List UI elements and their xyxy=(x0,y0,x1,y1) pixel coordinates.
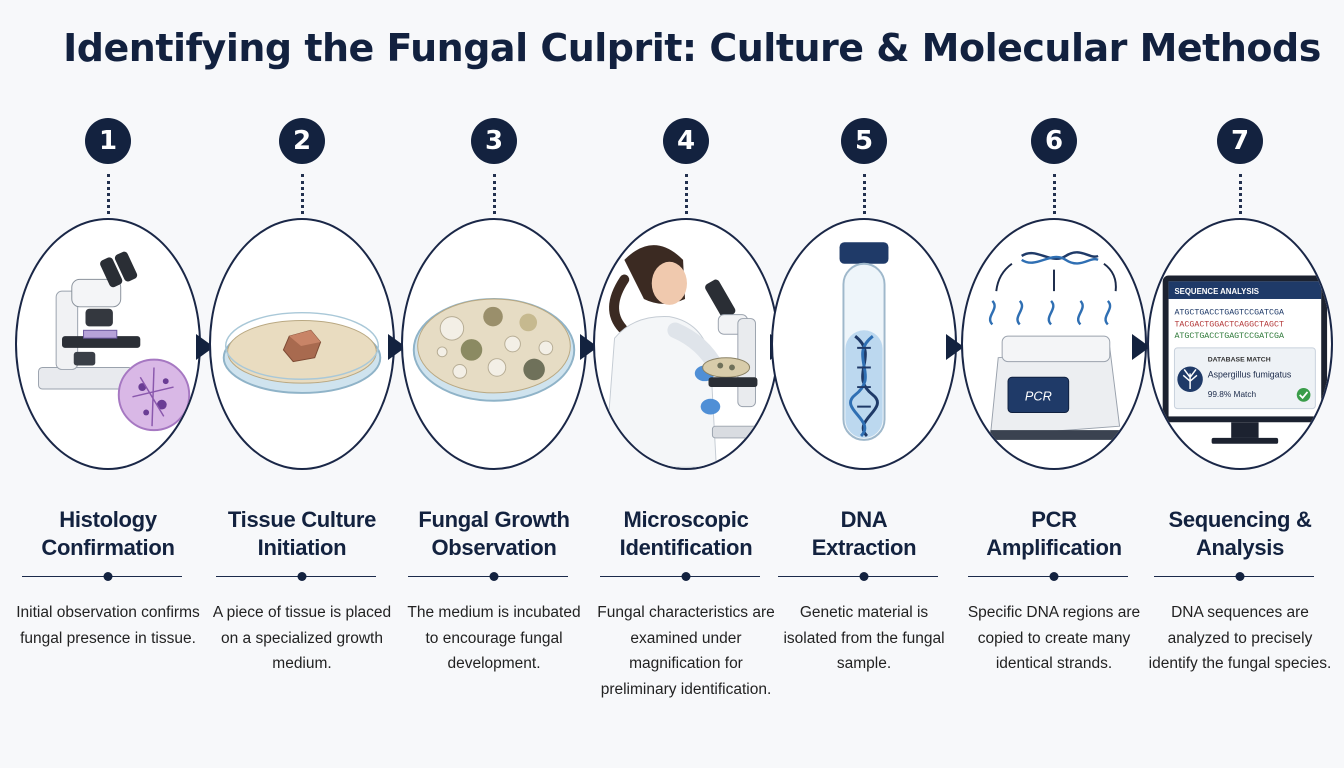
check-icon xyxy=(1296,388,1311,402)
divider-dot xyxy=(1235,572,1245,581)
divider-dot xyxy=(489,572,499,581)
step-illustration: SEQUENCE ANALYSIS ATGCTGACCTGAGTCCGATCGA… xyxy=(1147,218,1333,470)
step-number-badge: 2 xyxy=(279,118,325,164)
flow-arrow-icon xyxy=(946,334,964,360)
step-description: The medium is incubated to encourage fun… xyxy=(407,604,581,672)
dotted-connector xyxy=(301,174,304,214)
petri-dish-icon xyxy=(222,311,382,394)
step-title: Microscopic Identification xyxy=(619,507,753,560)
step-title: Fungal Growth Observation xyxy=(418,507,570,560)
divider-line xyxy=(1154,576,1314,577)
database-match-label: DATABASE MATCH xyxy=(1208,357,1271,364)
step-5: 5 DNA Extraction Genetic material is iso… xyxy=(768,118,960,758)
dotted-connector xyxy=(1053,174,1056,214)
dotted-connector xyxy=(863,174,866,214)
step-illustration xyxy=(771,218,957,470)
step-number-badge: 1 xyxy=(85,118,131,164)
monitor-icon: SEQUENCE ANALYSIS ATGCTGACCTGAGTCCGATCGA… xyxy=(1162,275,1328,444)
test-tube-icon xyxy=(839,242,889,441)
sequence-line-3: ATGCTGACCTGAGTCCGATCGA xyxy=(1174,332,1284,341)
colony-dish-icon xyxy=(412,298,576,402)
divider-line xyxy=(600,576,760,577)
divider-dot xyxy=(859,572,869,581)
step-6: 6 PCR PCR Amplification Specific DNA reg… xyxy=(958,118,1150,758)
step-description: Fungal characteristics are examined unde… xyxy=(597,604,775,698)
divider-line xyxy=(22,576,182,577)
step-2: 2 Tissue Culture Initiation A piece of t… xyxy=(206,118,398,758)
dotted-connector xyxy=(107,174,110,214)
step-4: 4 Microscopic Identification Fungal char… xyxy=(590,118,782,758)
dotted-connector xyxy=(493,174,496,214)
step-number-badge: 5 xyxy=(841,118,887,164)
step-7: 7 SEQUENCE ANALYSIS ATGCTGACCTGAGTCCGATC… xyxy=(1144,118,1336,758)
step-number-badge: 7 xyxy=(1217,118,1263,164)
pcr-screen-label: PCR xyxy=(1025,389,1052,404)
step-description: DNA sequences are analyzed to precisely … xyxy=(1148,604,1332,672)
divider-dot xyxy=(681,572,691,581)
divider-line xyxy=(216,576,376,577)
step-1: 1 Histology Confirmation Initial observa… xyxy=(12,118,204,758)
page-title: Identifying the Fungal Culprit: Culture … xyxy=(63,26,1321,70)
monitor-header: SEQUENCE ANALYSIS xyxy=(1174,287,1259,296)
step-illustration xyxy=(401,218,587,470)
step-illustration: PCR xyxy=(961,218,1147,470)
divider-line xyxy=(408,576,568,577)
step-number-badge: 3 xyxy=(471,118,517,164)
step-3: 3 Fungal Growth Observation The medium i… xyxy=(398,118,590,758)
divider-line xyxy=(778,576,938,577)
microscope-icon xyxy=(38,251,191,432)
step-title: Sequencing & Analysis xyxy=(1168,507,1312,560)
pcr-machine-icon: PCR xyxy=(988,251,1121,440)
step-description: Genetic material is isolated from the fu… xyxy=(783,604,945,672)
species-name: Aspergillus fumigatus xyxy=(1208,369,1292,379)
dotted-connector xyxy=(1239,174,1242,214)
divider-line xyxy=(968,576,1128,577)
sequence-line-2: TACGACTGGACTCAGGCTAGCT xyxy=(1174,320,1284,329)
step-description: Initial observation confirms fungal pres… xyxy=(16,604,200,647)
divider-dot xyxy=(103,572,113,581)
step-description: Specific DNA regions are copied to creat… xyxy=(967,604,1141,672)
step-title: Histology Confirmation xyxy=(41,507,175,560)
step-number-badge: 4 xyxy=(663,118,709,164)
divider-dot xyxy=(297,572,307,581)
scientist-icon xyxy=(604,245,764,468)
step-illustration xyxy=(209,218,395,470)
dotted-connector xyxy=(685,174,688,214)
step-illustration xyxy=(15,218,201,470)
flow-arrow-icon xyxy=(1132,334,1150,360)
step-title: DNA Extraction xyxy=(811,507,917,560)
step-number-badge: 6 xyxy=(1031,118,1077,164)
step-title: PCR Amplification xyxy=(986,507,1122,560)
match-percent: 99.8% Match xyxy=(1208,389,1257,399)
sequence-line-1: ATGCTGACCTGAGTCCGATCGA xyxy=(1174,309,1284,318)
divider-dot xyxy=(1049,572,1059,581)
step-title: Tissue Culture Initiation xyxy=(227,507,377,560)
step-description: A piece of tissue is placed on a special… xyxy=(212,604,392,672)
step-illustration xyxy=(593,218,779,470)
